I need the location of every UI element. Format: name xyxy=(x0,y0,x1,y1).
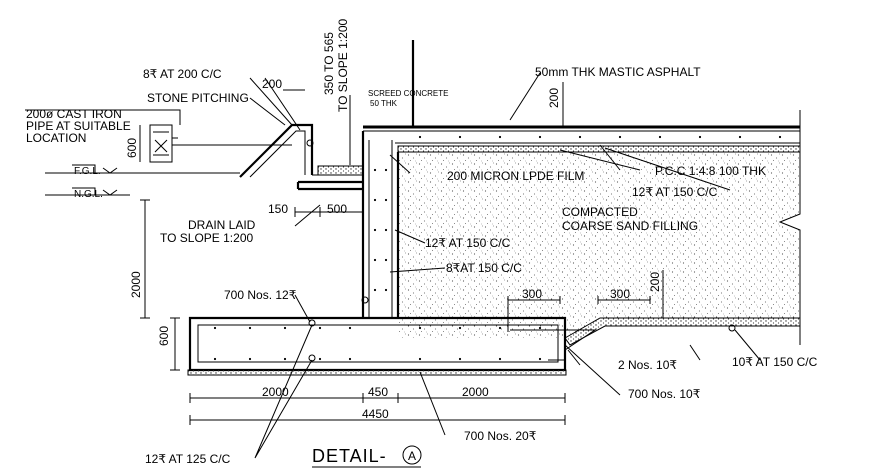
drain-laid-label-1: DRAIN LAID xyxy=(188,218,256,232)
rebar-8-at-150-label: 8₹AT 150 C/C xyxy=(446,261,522,275)
rebar-marker-circle xyxy=(728,324,736,332)
rebar-8-at-200-label: 8₹ AT 200 C/C xyxy=(143,67,222,81)
footing-rebar-dots xyxy=(213,326,542,361)
sand-filling-area xyxy=(398,152,800,338)
slab-rebar-dots xyxy=(373,135,782,292)
cast-iron-pipe xyxy=(149,124,173,163)
stone-pitching xyxy=(239,123,314,178)
dim-line-4450 xyxy=(189,415,566,425)
cast-iron-pipe-label-3: LOCATION xyxy=(26,131,86,145)
drain-laid-label-2: TO SLOPE 1:200 xyxy=(160,231,253,245)
nos-700-20-label: 700 Nos. 20₹ xyxy=(464,429,537,443)
sand-filling-label-1: COMPACTED xyxy=(562,205,638,219)
dim-line-bottom-row xyxy=(189,393,566,403)
base-slope-rebar xyxy=(510,329,597,361)
pipe-run xyxy=(172,137,292,146)
rebar-marker-circle xyxy=(361,296,369,304)
dim-450-label: 450 xyxy=(368,385,388,399)
stone-pitching-label: STONE PITCHING xyxy=(147,91,249,105)
mastic-asphalt-label: 50mm THK MASTIC ASPHALT xyxy=(535,65,701,79)
slope-350-label-1: 350 TO 565 xyxy=(322,32,336,95)
screed-concrete-label-1: SCREED CONCRETE xyxy=(368,89,448,98)
dim-600-footing-label: 600 xyxy=(157,326,171,346)
lpde-film-label: 200 MICRON LPDE FILM xyxy=(447,169,584,183)
footing-blinding xyxy=(187,369,567,376)
dim-200-right-label: 200 xyxy=(648,272,662,292)
dim-line-300-b xyxy=(597,296,651,304)
fgl-label: F.G.L. xyxy=(74,166,101,177)
rebar-10-at-150-label: 10₹ AT 150 C/C xyxy=(732,355,818,369)
rebar-12-at-150-slab-label: 12₹ AT 150 C/C xyxy=(632,185,718,199)
nos-2-10-label: 2 Nos. 10₹ xyxy=(618,358,677,372)
pipe-hatch xyxy=(153,131,169,156)
detail-title-circle xyxy=(402,445,422,465)
dim-2000-left-label: 2000 xyxy=(262,385,289,399)
break-line xyxy=(778,110,801,345)
dim-line-300-a xyxy=(507,296,561,332)
detail-title-marker: A xyxy=(408,449,416,463)
slope-350-label-2: TO SLOPE 1:200 xyxy=(336,19,350,112)
sand-filling-label-2: COARSE SAND FILLING xyxy=(562,219,698,233)
dim-150-label: 150 xyxy=(268,202,288,216)
dim-line-2000 xyxy=(140,199,150,319)
ngl-marker xyxy=(72,187,118,196)
nos-700-10-label: 700 Nos. 10₹ xyxy=(628,387,701,401)
cast-iron-pipe-label-1: 200ø CAST IRON xyxy=(26,107,122,121)
dim-200-asphalt-label: 200 xyxy=(547,88,561,108)
leader-lines xyxy=(25,72,761,459)
dim-line-150-500 xyxy=(294,207,364,217)
dim-200-top-label: 200 xyxy=(262,77,282,91)
dim-300-b-label: 300 xyxy=(610,287,630,301)
screed-concrete xyxy=(317,165,364,176)
drain-channel xyxy=(296,180,363,191)
dim-line-600-footing xyxy=(170,317,180,371)
footing-rebar-cage xyxy=(197,324,559,363)
retaining-wall xyxy=(361,131,400,318)
rebar-marker-circle xyxy=(308,354,316,362)
pcc-label: P.C.C 1:4:8 100 THK xyxy=(655,164,766,178)
detail-title: DETAIL- xyxy=(312,446,387,466)
dim-2000-right-label: 2000 xyxy=(462,385,489,399)
fgl-marker xyxy=(72,164,118,174)
pitching-inner-line xyxy=(249,130,306,178)
dim-4450-label: 4450 xyxy=(362,407,389,421)
ngl-label: N.G.L. xyxy=(74,189,103,200)
base-slope-pcc xyxy=(564,317,801,346)
dim-300-a-label: 300 xyxy=(522,287,542,301)
rebar-12-at-150-wall-label: 12₹ AT 150 C/C xyxy=(425,236,511,250)
dim-2000-height-label: 2000 xyxy=(129,271,143,298)
pcc-layer xyxy=(397,145,801,153)
rebar-12-at-125-label: 12₹ AT 125 C/C xyxy=(145,452,231,466)
rebar-marker-circle xyxy=(306,139,314,147)
screed-concrete-label-2: 50 THK xyxy=(370,99,398,108)
nos-700-12-label: 700 Nos. 12₹ xyxy=(224,288,297,302)
dim-600-pipe-label: 600 xyxy=(125,138,139,158)
cast-iron-pipe-label-2: PIPE AT SUITABLE xyxy=(26,119,131,133)
dim-500-label: 500 xyxy=(327,202,347,216)
